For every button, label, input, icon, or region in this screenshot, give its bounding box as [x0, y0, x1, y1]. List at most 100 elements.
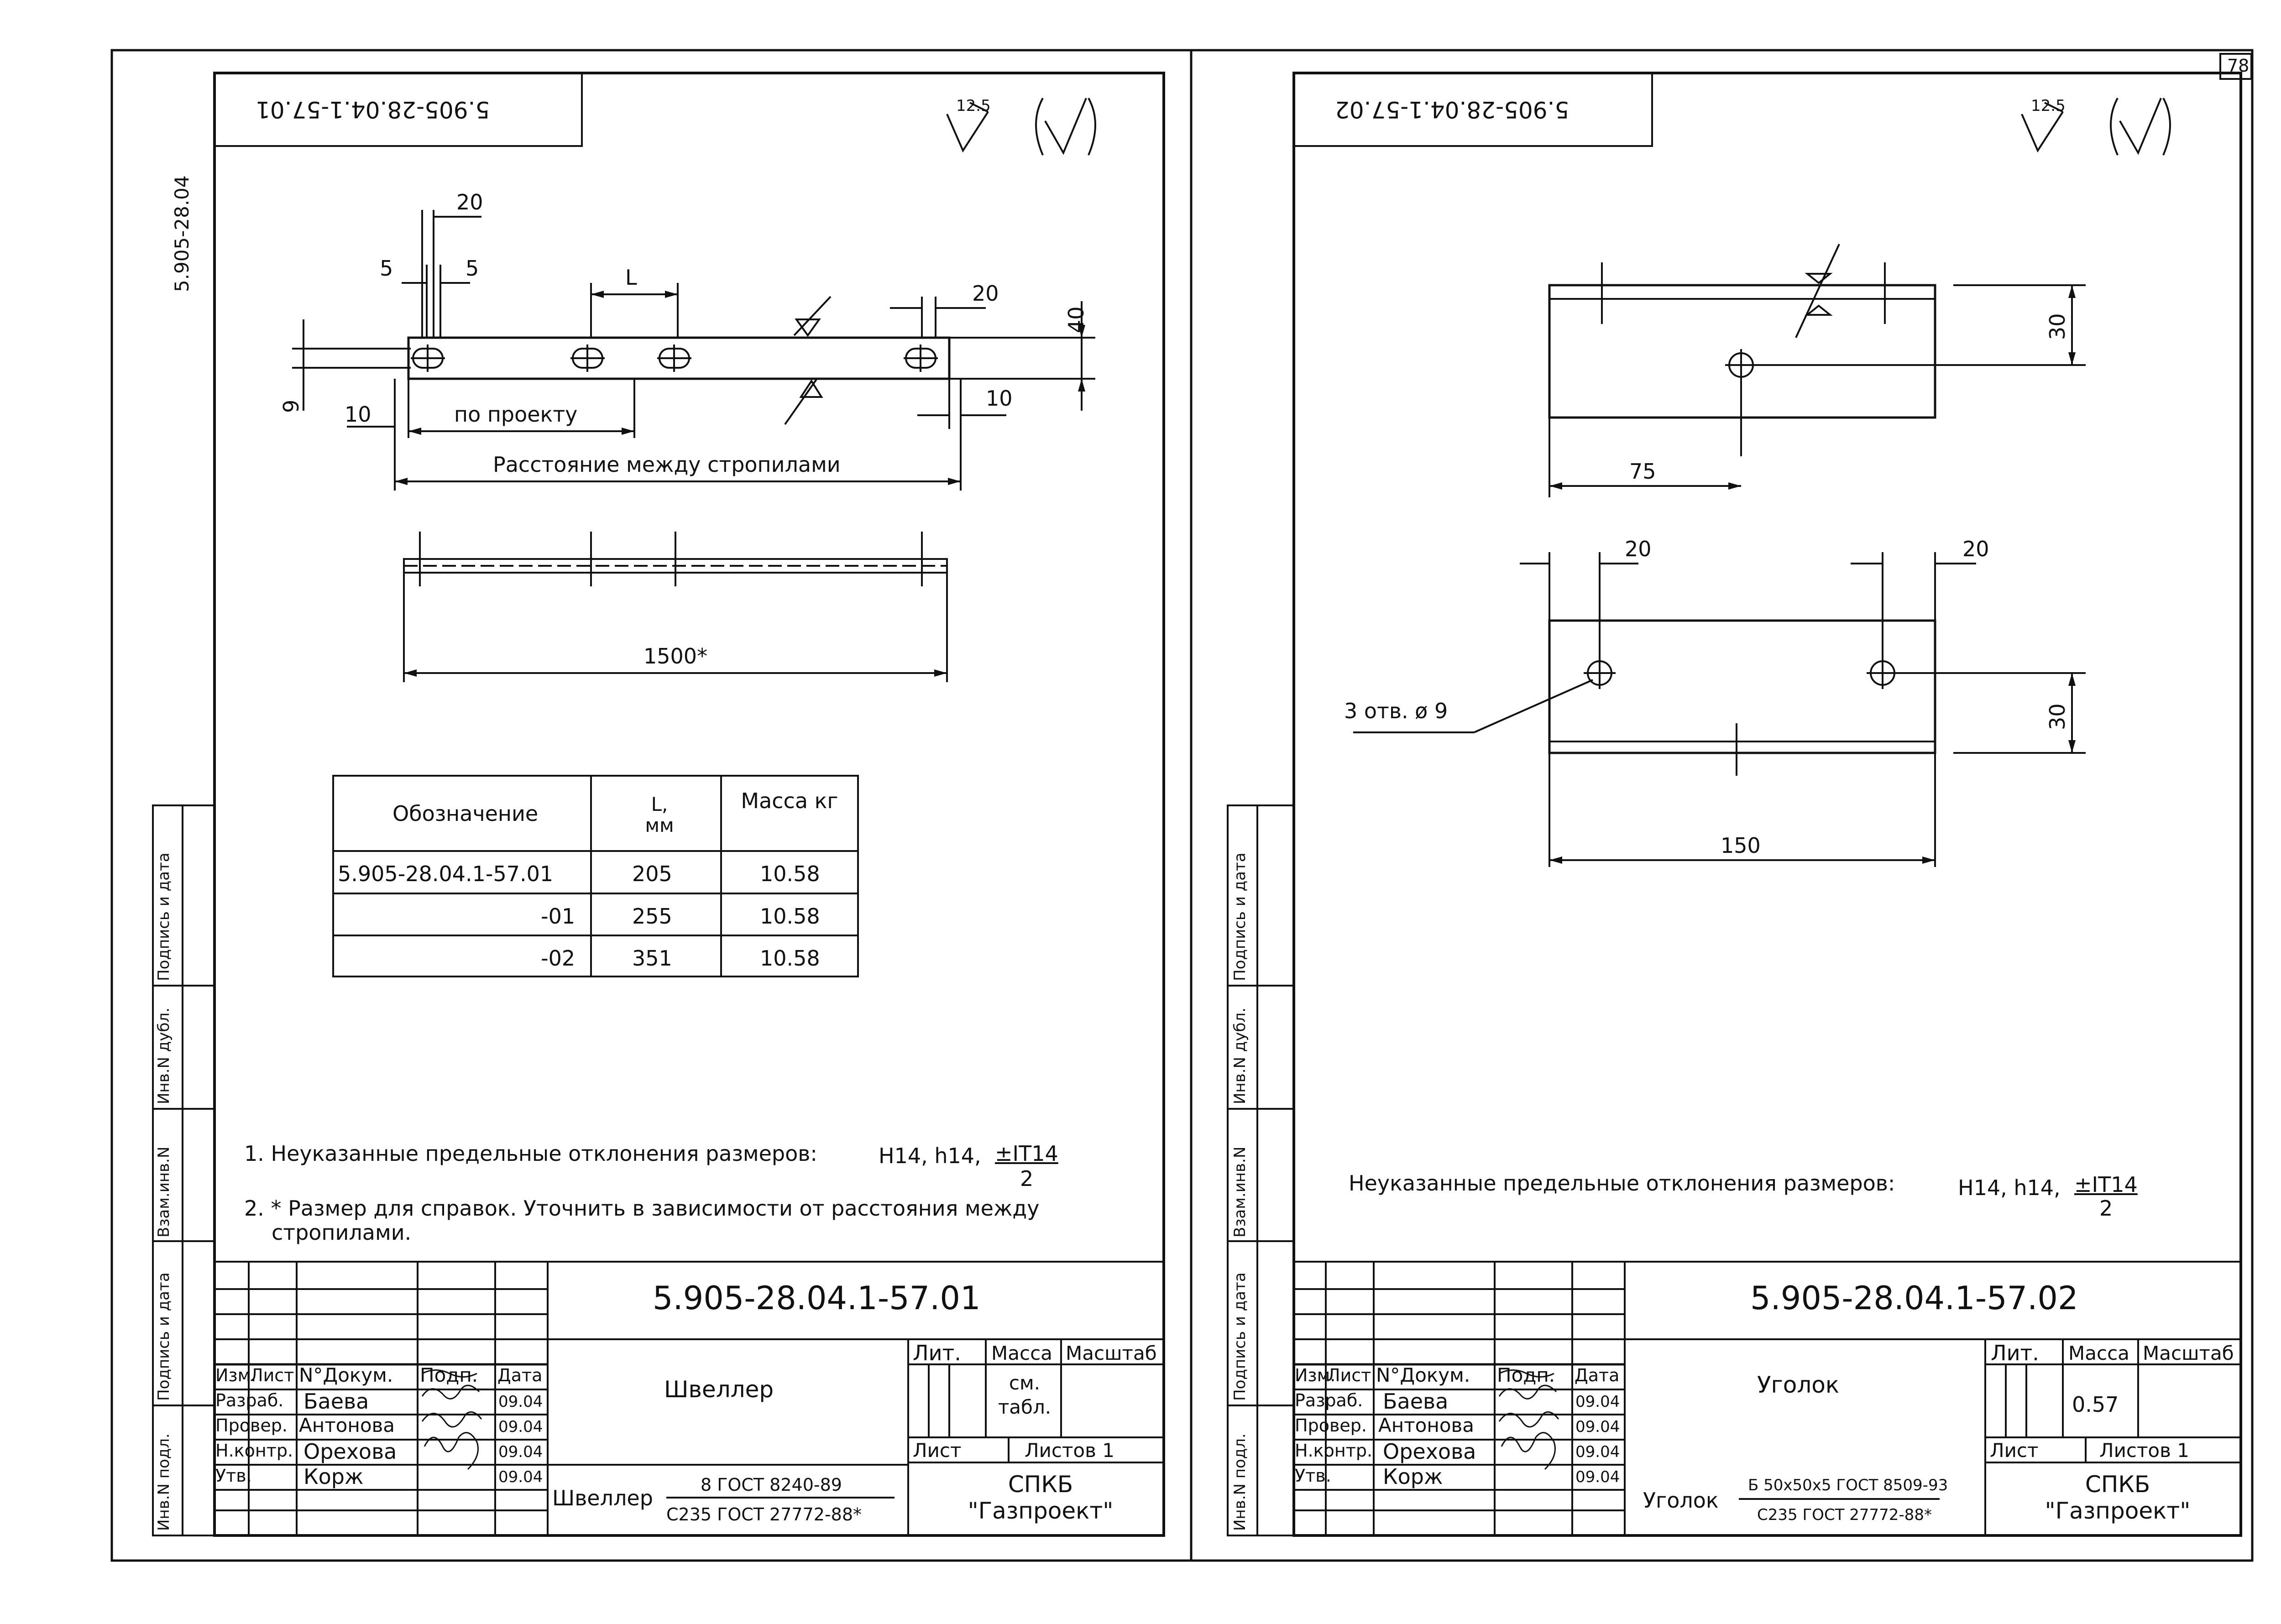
note-1: 1. Неуказанные предельные отклонения раз… [244, 1141, 817, 1166]
dim-30-bottom: 30 [2045, 703, 2070, 730]
col-doc: N°Докум. [1376, 1364, 1470, 1386]
album-code: 5.905-28.04 [171, 175, 193, 292]
col-izm: Изм. [1295, 1365, 1336, 1385]
note-1-fraction-den: 2 [1020, 1166, 1034, 1191]
sheet-label: Лист [913, 1439, 962, 1462]
table-cell: -02 [541, 946, 575, 971]
date: 09.04 [498, 1418, 543, 1436]
lit-label: Лит. [913, 1341, 961, 1365]
table-cell: 255 [632, 904, 672, 929]
dim-by-project: по проекту [454, 402, 578, 427]
date: 09.04 [1575, 1468, 1620, 1486]
col-doc: N°Докум. [299, 1364, 393, 1386]
col-date: Дата [497, 1365, 543, 1385]
material-prefix: Швеллер [552, 1486, 653, 1510]
dim-l: L [625, 265, 637, 290]
table-cell: 10.58 [760, 904, 820, 929]
table-cell: 5.905-28.04.1-57.01 [338, 862, 554, 886]
page-number: 78 [2227, 56, 2250, 76]
top-code: 5.905-28.04.1-57.01 [256, 96, 490, 123]
table-cell: 351 [632, 946, 672, 971]
stamp-sign-date-1: Подпись и дата [1231, 852, 1249, 981]
table-cell: -01 [541, 904, 575, 929]
person-name: Корж [303, 1464, 364, 1489]
date: 09.04 [498, 1443, 543, 1461]
roughness-value: 12.5 [2031, 97, 2066, 115]
col-sign: Подп. [420, 1364, 478, 1386]
date: 09.04 [1575, 1443, 1620, 1461]
person-name: Корж [1383, 1464, 1443, 1489]
dim-10-left: 10 [345, 402, 371, 427]
stamp-repl-inv: Взам.инв.N [155, 1146, 173, 1238]
table-cell: 10.58 [760, 946, 820, 971]
table-cell: 205 [632, 862, 672, 886]
dim-9: 9 [279, 399, 303, 413]
col-list: Лист [1327, 1365, 1371, 1385]
stamp-sign-date-1: Подпись и дата [155, 852, 173, 981]
role: Разраб. [215, 1390, 284, 1410]
holes-callout: 3 отв. ø 9 [1344, 699, 1448, 723]
person-name: Баева [1383, 1389, 1449, 1414]
person-name: Орехова [1383, 1439, 1476, 1464]
mass-value: см. табл. [998, 1372, 1052, 1418]
col-izm: Изм. [215, 1365, 256, 1385]
mass-label: Масса [2068, 1342, 2129, 1364]
scale-label: Масштаб [1066, 1342, 1157, 1364]
doc-code: 5.905-28.04.1-57.02 [1750, 1279, 2078, 1317]
roughness-value: 12.5 [956, 97, 991, 115]
role: Провер. [1295, 1415, 1367, 1436]
material-profile: 8 ГОСТ 8240-89 [701, 1475, 842, 1495]
sheet-label: Лист [1990, 1439, 2039, 1462]
role: Утв. [1295, 1466, 1331, 1486]
material-profile: Б 50x50x5 ГОСТ 8509-93 [1748, 1476, 1948, 1494]
person-name: Орехова [303, 1439, 397, 1464]
part-name: Швеллер [664, 1376, 774, 1403]
organization: СПКБ "Газпроект" [2045, 1471, 2191, 1524]
lit-label: Лит. [1991, 1341, 2039, 1365]
stamp-repl-inv: Взам.инв.N [1231, 1146, 1249, 1238]
note-1-fraction-num: ±IT14 [2074, 1172, 2138, 1197]
note-1-tolerance: H14, h14, [879, 1144, 981, 1168]
scale-label: Масштаб [2143, 1342, 2234, 1364]
dim-rafter-distance: Расстояние между стропилами [493, 452, 841, 477]
dim-40: 40 [1064, 306, 1088, 333]
table-cell: 10.58 [760, 862, 820, 886]
material-steel: С235 ГОСТ 27772-88* [666, 1504, 862, 1525]
organization: СПКБ "Газпроект" [968, 1471, 1114, 1524]
mass-value: 0.57 [2072, 1392, 2119, 1417]
dim-5-left: 5 [380, 256, 393, 281]
role: Н.контр. [1295, 1441, 1373, 1461]
dim-20-top: 20 [456, 190, 483, 214]
role: Провер. [215, 1415, 288, 1436]
table-header-mass: Масса кг [741, 789, 838, 813]
dim-20-left: 20 [1625, 537, 1652, 561]
note-1-fraction-den: 2 [2099, 1196, 2113, 1221]
dim-20-right: 20 [972, 281, 999, 306]
date: 09.04 [498, 1393, 543, 1411]
stamp-sign-date-2: Подпись и дата [155, 1272, 173, 1401]
top-code: 5.905-28.04.1-57.02 [1335, 96, 1569, 123]
role: Утв. [215, 1466, 252, 1486]
col-list: Лист [250, 1365, 294, 1385]
table-header-length: L, мм [645, 793, 674, 837]
dim-75: 75 [1629, 459, 1656, 484]
part-name: Уголок [1757, 1372, 1840, 1398]
signatures [421, 1369, 1559, 1470]
dim-30-top: 30 [2045, 313, 2070, 340]
doc-code: 5.905-28.04.1-57.01 [653, 1279, 981, 1317]
dim-5-right: 5 [466, 256, 479, 281]
note-2-line-1: 2. * Размер для справок. Уточнить в зави… [244, 1196, 1040, 1221]
dim-20-right: 20 [1962, 537, 1989, 561]
col-date: Дата [1575, 1365, 1620, 1385]
col-sign: Подп. [1497, 1364, 1555, 1386]
material-steel: С235 ГОСТ 27772-88* [1757, 1506, 1932, 1524]
date: 09.04 [1575, 1393, 1620, 1411]
dim-150: 150 [1721, 833, 1761, 858]
stamp-dup-inv: Инв.N дубл. [1231, 1008, 1249, 1104]
person-name: Баева [303, 1389, 369, 1414]
person-name: Антонова [1378, 1414, 1474, 1436]
table-header-designation: Обозначение [392, 801, 539, 826]
stamp-sign-date-2: Подпись и дата [1231, 1272, 1249, 1401]
date: 09.04 [498, 1468, 543, 1486]
